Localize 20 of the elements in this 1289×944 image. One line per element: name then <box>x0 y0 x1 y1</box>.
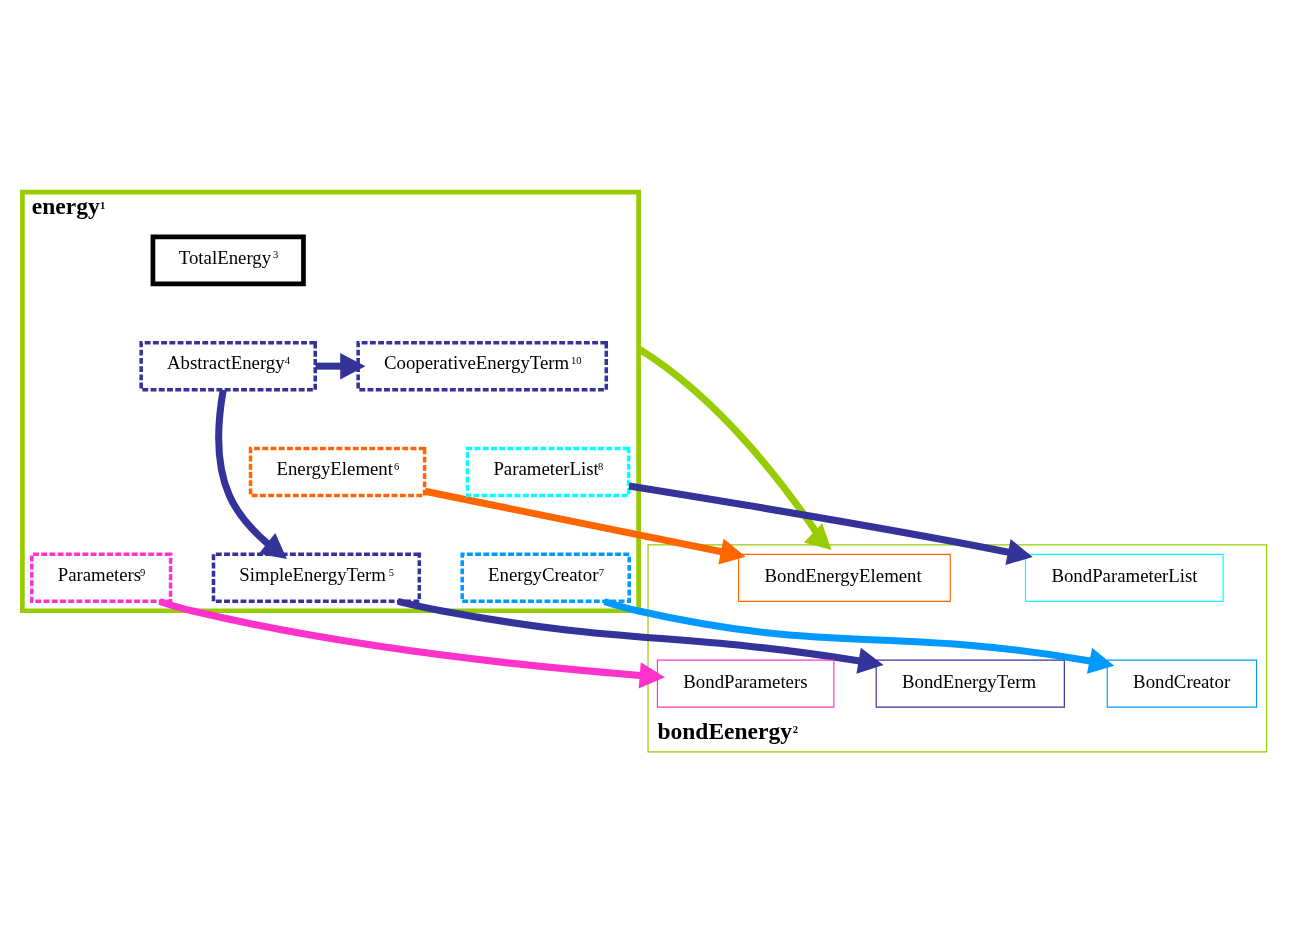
arrow <box>424 487 746 565</box>
node-box: Parameters$^{9}$ <box>30 552 173 604</box>
node-box: EnergyCreator$^{7}$ <box>460 552 631 604</box>
node-box: BondEnergyElement <box>738 553 951 602</box>
arrow <box>158 598 665 689</box>
node-box: TotalEnergy$^{3}$ <box>150 234 306 287</box>
node-box: CooperativeEnergyTerm$^{10}$ <box>356 340 609 392</box>
arrow <box>628 482 1033 566</box>
node-box: EnergyElement$^{6}$ <box>248 446 427 498</box>
arrow <box>315 352 366 380</box>
node-box: SimpleEnergyTerm$^{5}$ <box>211 552 422 604</box>
node-box: BondEnergyTerm <box>875 659 1065 708</box>
node-box: ParameterList$^{8}$ <box>465 446 631 498</box>
arrow <box>397 597 884 674</box>
arrow <box>603 598 1115 674</box>
node-box: BondParameterList <box>1024 553 1224 602</box>
arrow <box>215 389 287 559</box>
node-box: BondCreator <box>1106 659 1258 708</box>
node-box: AbstractEnergy$^{4}$ <box>139 340 317 392</box>
node-box: BondParameters <box>656 659 835 708</box>
